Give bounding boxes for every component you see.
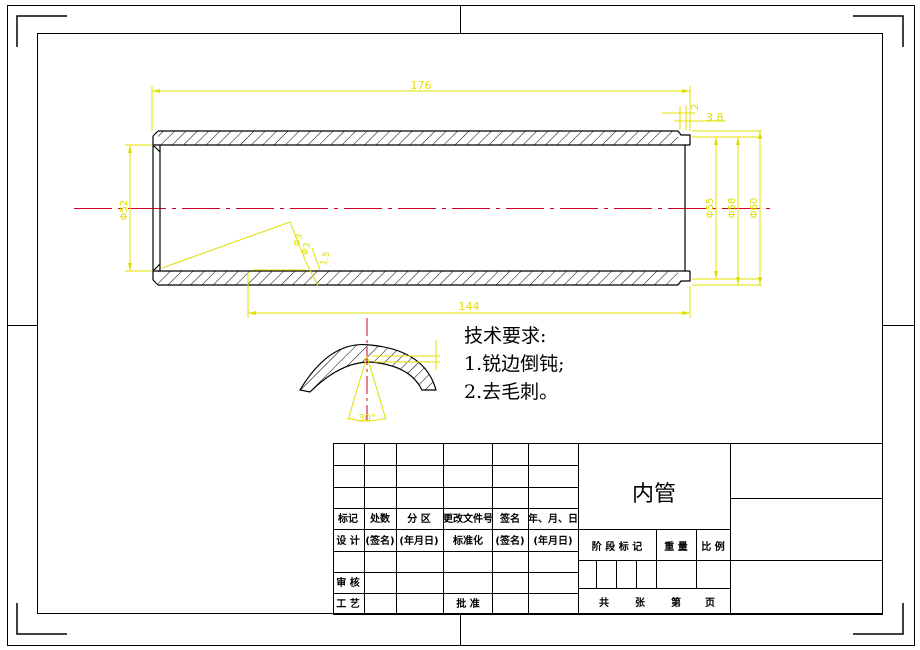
label-design: 设 计 [336, 534, 359, 547]
label-count: 处数 [369, 512, 391, 525]
label-change-doc: 更改文件号 [443, 512, 493, 525]
label-page: 页 [705, 597, 715, 609]
dim-inner-left: Φ52 [119, 200, 130, 221]
label-review: 审 核 [336, 576, 359, 589]
label-total: 共 [599, 596, 609, 609]
trim-marks [16, 15, 904, 635]
dim-diameter-3: Φ60 [749, 198, 760, 219]
label-page-no: 第 [671, 596, 681, 609]
tech-req-item-1: 1.锐边倒钝; [464, 353, 565, 375]
label-standardize: 标准化 [452, 534, 483, 547]
label-scale: 比 例 [701, 540, 724, 553]
dimension-arrows [128, 89, 762, 315]
dim-diameter-1: Φ55 [705, 198, 716, 219]
label-weight: 重 量 [664, 540, 687, 553]
label-date-1: (年月日) [399, 534, 438, 547]
dim-chamfer: 2 [690, 104, 701, 110]
label-sig-1: (签名) [365, 534, 394, 547]
sheet-border [7, 5, 915, 646]
top-wall-hatch [158, 131, 678, 145]
label-zone: 分 区 [407, 512, 430, 525]
label-date: 年、月、日 [528, 512, 578, 525]
dim-taper-1: Φ3 [292, 233, 305, 248]
bottom-wall-hatch [158, 271, 678, 285]
label-mark: 标记 [337, 512, 358, 525]
label-sheets: 张 [635, 596, 646, 609]
label-signature: 签名 [499, 512, 520, 525]
dim-taper-3: 1.5 [319, 250, 332, 266]
part-name: 内管 [632, 482, 676, 507]
technical-requirements: 技术要求: 1.锐边倒钝; 2.去毛刺。 [464, 325, 565, 403]
dimension-lines [125, 86, 762, 318]
dim-step: 3.8 [706, 111, 724, 124]
label-process: 工 艺 [336, 597, 359, 610]
dim-diameter-2: Φ58 [727, 198, 738, 219]
dim-overall-length: 176 [411, 79, 432, 92]
tech-req-item-2: 2.去毛刺。 [464, 381, 558, 403]
tube-section [152, 130, 691, 286]
dimension-texts: 176 144 2 3.8 Φ52 Φ55 Φ58 Φ60 Φ3 Φ3 1.5 [119, 79, 760, 313]
label-sig-2: (签名) [495, 534, 524, 547]
title-block [333, 443, 883, 615]
title-block-text: 内管 标记 处数 分 区 更改文件号 签名 年、月、日 设 计 (签名) (年月… [336, 482, 724, 610]
label-date-2: (年月日) [533, 534, 572, 547]
label-approve: 批 准 [456, 597, 479, 610]
dim-bore-length: 144 [459, 300, 480, 313]
centering-marks [7, 5, 914, 645]
partial-section-view: 30° [299, 318, 440, 424]
tech-req-heading: 技术要求: [464, 325, 546, 347]
label-stage-mark: 阶 段 标 记 [592, 540, 642, 553]
dim-taper-2: Φ3 [300, 242, 313, 257]
section-angle-label: 30° [358, 413, 376, 424]
